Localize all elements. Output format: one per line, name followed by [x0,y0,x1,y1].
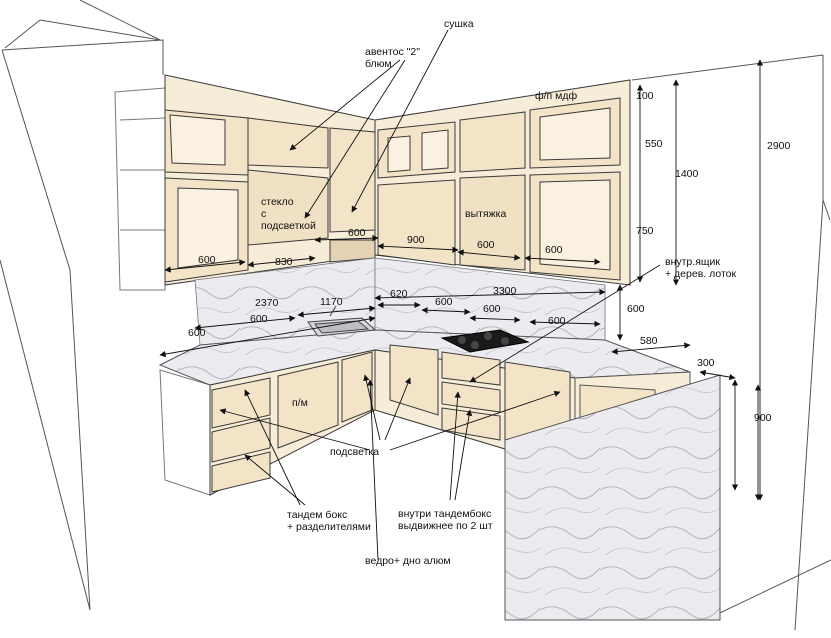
note-steklo-line2: с [261,208,267,220]
note-aventos-line1: авентос "2" [365,46,420,58]
dim-830: 830 [275,256,293,268]
dim-580: 580 [640,335,658,347]
note-pm: п/м [292,397,308,409]
note-fp-mdf: ф/п мдф [535,90,578,102]
note-vnutr-line1: внутр.ящик [665,256,720,268]
note-vytyazhka: вытяжка [465,208,507,220]
dim-3300: 3300 [493,285,517,297]
dim-600-right-vertical: 600 [627,303,645,315]
note-sushka: сушка [444,18,474,30]
dim-900-upper: 900 [407,234,425,246]
dim-900-height: 900 [754,412,772,424]
dim-600-base-left-b: 600 [188,327,206,339]
dim-1170: 1170 [320,296,343,308]
dim-600-base-mid-b: 600 [483,303,501,315]
note-vnutr-line2: + дерев. лоток [665,268,737,280]
note-steklo-line1: стекло [261,196,294,208]
dim-600-upper-left: 600 [198,254,216,266]
dim-100: 100 [636,90,654,102]
dim-300: 300 [697,357,715,369]
upper-cabinets-right [374,79,631,286]
peninsula [504,371,721,621]
upper-cabinets-left [164,74,376,286]
dim-600-upper-mid: 600 [348,227,366,239]
dim-600-base-right: 600 [548,315,566,327]
note-steklo-line3: подсветкой [261,220,316,232]
dim-1400: 1400 [675,168,699,180]
note-podsvetka: подсветка [330,446,380,458]
dim-600-base-mid-a: 600 [435,296,453,308]
dim-600-base-left-a: 600 [250,313,268,325]
note-vnutri-line1: внутри тандембокс [398,508,492,520]
note-vedro: ведро+ дно алюм [365,555,451,567]
dim-600-upper-right-b: 600 [545,244,563,256]
cooktop [440,329,530,353]
leader-arrows [219,29,661,561]
note-tandem-line1: тандем бокс [287,509,348,521]
dim-2370: 2370 [255,297,279,309]
dim-750: 750 [636,225,654,237]
dim-550: 550 [645,138,663,150]
dim-620: 620 [390,288,408,300]
note-vnutri-line2: выдвижнее по 2 шт [398,520,493,532]
dim-2900: 2900 [767,140,791,152]
note-aventos-line2: блюм [365,58,392,70]
note-tandem-line2: + разделителями [287,521,371,533]
dim-600-upper-right-a: 600 [477,239,495,251]
dimension-lines [159,59,764,501]
